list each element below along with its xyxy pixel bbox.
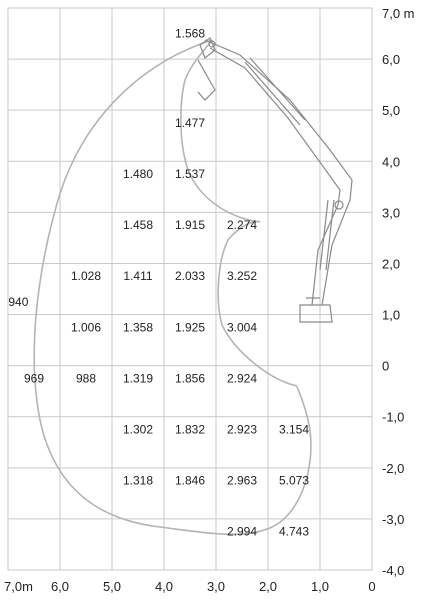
load-value-label: 2.924 [227, 371, 257, 385]
load-value-label: 2.033 [175, 269, 205, 283]
x-tick-label: 7,0m [4, 579, 33, 594]
load-value-label: 1.477 [175, 116, 205, 130]
load-value-label: 1.856 [175, 371, 205, 385]
load-value-label: 1.458 [123, 218, 153, 232]
boom [204, 39, 353, 306]
grid [7, 7, 373, 571]
x-tick-label: 4,0 [155, 579, 173, 594]
load-value-label: 5.073 [279, 474, 309, 488]
load-value-label: 1.915 [175, 218, 205, 232]
load-value-label: 1.318 [123, 474, 153, 488]
y-axis-ticks: 7,0 m 6,0 5,0 4,0 3,0 2,0 1,0 0 -1,0 -2,0 -3,0 -4,0 [382, 6, 415, 578]
grid-horizontal-lines [8, 58, 372, 520]
load-value-label: 2.963 [227, 474, 257, 488]
y-tick-label: 1,0 [382, 308, 400, 323]
load-value-label: 1.006 [71, 320, 101, 334]
load-value-label: 3.252 [227, 269, 257, 283]
load-value-label: 2.923 [227, 423, 257, 437]
working-range-envelope [33, 39, 312, 536]
y-tick-label: 0 [382, 359, 389, 374]
y-tick-label: -3,0 [382, 512, 404, 527]
y-tick-label: -2,0 [382, 461, 404, 476]
y-tick-label: 3,0 [382, 205, 400, 220]
y-tick-label: 5,0 [382, 103, 400, 118]
grid-frame [7, 7, 373, 571]
x-tick-label: 6,0 [51, 579, 69, 594]
y-tick-label: -4,0 [382, 563, 404, 578]
load-value-label: 3.154 [279, 423, 309, 437]
tip-linkage [197, 37, 216, 101]
pivot-pin [334, 200, 344, 210]
grid-vertical-lines [59, 8, 321, 570]
load-value-label: 1.846 [175, 474, 205, 488]
load-value-label: 1.411 [123, 269, 152, 283]
stick-cylinder [319, 199, 335, 271]
load-value-label: 2.274 [227, 218, 257, 232]
attachment-head [299, 297, 333, 323]
load-value-label: 940 [8, 295, 28, 309]
y-tick-label: -1,0 [382, 410, 404, 425]
excavator-arm-illustration [197, 37, 353, 323]
x-axis-ticks: 7,0m 6,0 5,0 4,0 3,0 2,0 1,0 0 [4, 579, 376, 594]
load-value-label: 1.925 [175, 320, 205, 334]
load-value-label: 1.319 [123, 371, 153, 385]
x-tick-label: 3,0 [207, 579, 225, 594]
load-value-label: 969 [24, 371, 44, 385]
boom-lower-edge [209, 47, 341, 306]
load-values: 1.568 1.477 1.480 1.537 1.458 1.915 2.274 1.028… [8, 27, 309, 539]
x-tick-label: 1,0 [311, 579, 329, 594]
load-value-label: 1.302 [123, 423, 153, 437]
load-value-label: 988 [76, 371, 96, 385]
load-value-label: 3.004 [227, 320, 257, 334]
load-value-label: 1.568 [175, 27, 205, 41]
x-tick-label: 2,0 [259, 579, 277, 594]
x-tick-label: 5,0 [103, 579, 121, 594]
load-value-label: 1.358 [123, 320, 153, 334]
y-tick-label: 6,0 [382, 52, 400, 67]
y-tick-label: 7,0 m [382, 6, 415, 21]
hydraulic-cylinder [244, 57, 306, 126]
y-tick-label: 4,0 [382, 154, 400, 169]
pivot-pin [208, 40, 216, 48]
load-value-label: 4.743 [279, 525, 309, 539]
load-value-label: 1.028 [71, 269, 101, 283]
load-value-label: 1.480 [123, 167, 153, 181]
x-tick-label: 0 [368, 579, 375, 594]
load-value-label: 1.537 [175, 167, 205, 181]
load-value-label: 2.994 [227, 525, 257, 539]
y-tick-label: 2,0 [382, 256, 400, 271]
load-value-label: 1.832 [175, 423, 205, 437]
